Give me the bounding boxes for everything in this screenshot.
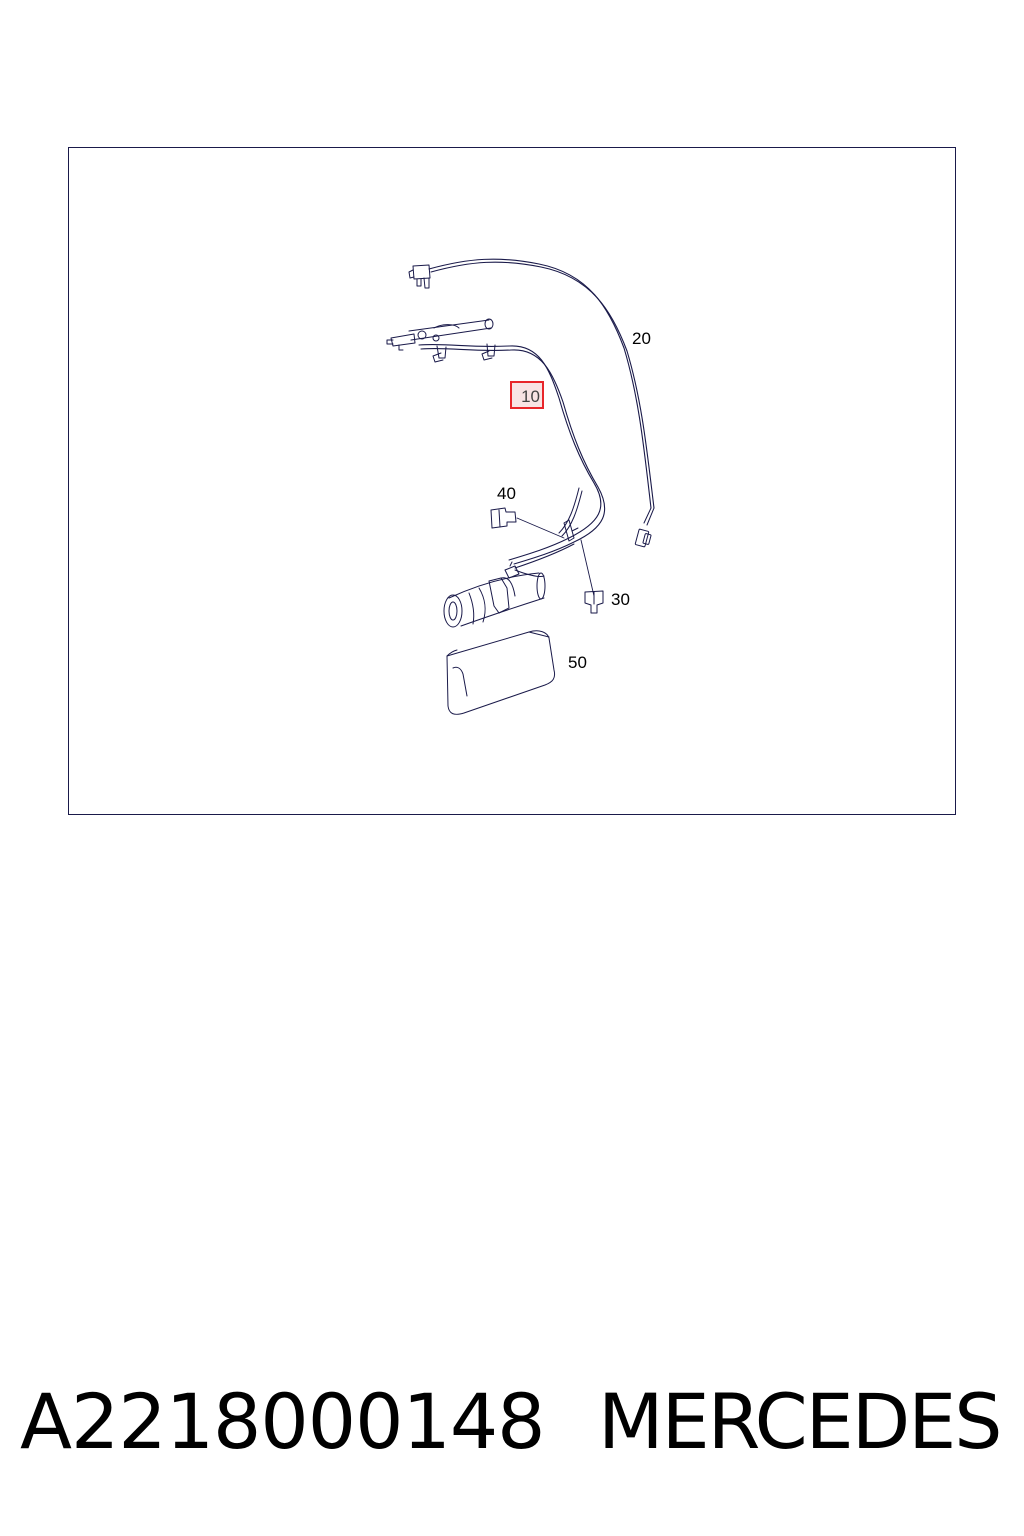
upper-rod	[386, 318, 494, 351]
brand-name: MERCEDES	[598, 1377, 1002, 1466]
callout-40: 40	[497, 484, 516, 503]
footer-caption: A2218000148 MERCEDES	[20, 1372, 1010, 1472]
callout-30: 30	[611, 590, 630, 609]
callout-10: 10	[521, 387, 540, 406]
part-number: A2218000148	[20, 1377, 546, 1466]
cover-50	[446, 630, 556, 715]
callout-50: 50	[568, 653, 587, 672]
wiring-diagram-drawing	[386, 258, 655, 715]
harness-10	[418, 343, 606, 565]
clip-40	[490, 507, 517, 529]
leader-lines	[516, 517, 595, 597]
cylinder-unit	[443, 543, 575, 628]
harness-20	[408, 258, 655, 548]
clip-30	[584, 590, 604, 614]
callout-10-highlight[interactable]: 10	[510, 381, 544, 409]
parts-diagram: 20 10 40 30 50	[68, 147, 956, 815]
callout-20: 20	[632, 329, 651, 348]
